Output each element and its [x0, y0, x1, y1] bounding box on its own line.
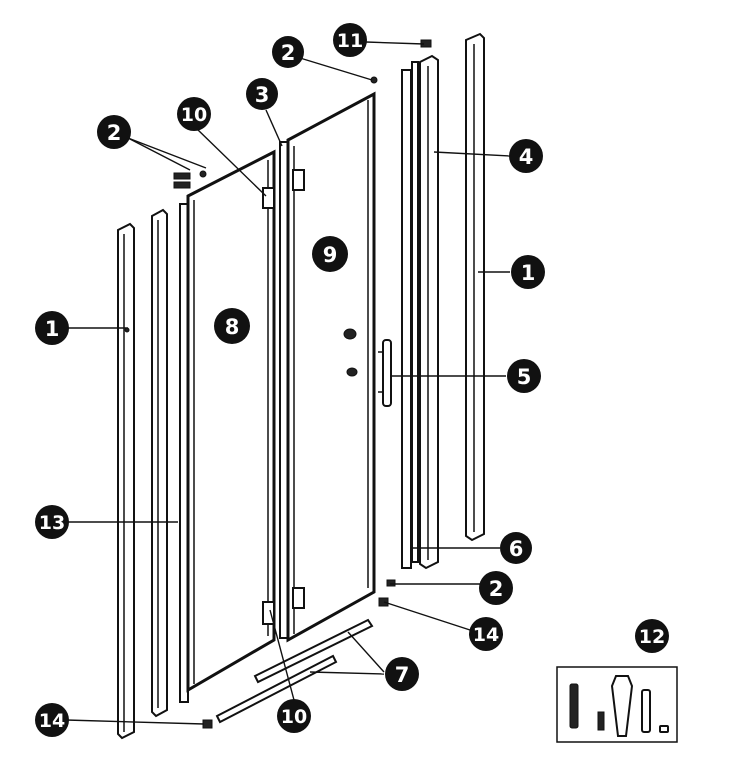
svg-text:10: 10: [281, 706, 307, 728]
callout-2-left: 2: [97, 115, 131, 149]
callout-12: 12: [635, 619, 669, 653]
svg-text:3: 3: [255, 83, 270, 107]
hinge-top-left: [262, 187, 275, 209]
door-handle: [378, 339, 392, 407]
callout-2-bottom: 2: [479, 571, 513, 605]
svg-text:13: 13: [39, 512, 65, 534]
svg-text:14: 14: [39, 710, 65, 732]
svg-text:8: 8: [225, 315, 240, 339]
bottom-sill-upper: [253, 618, 374, 684]
callout-8: 8: [214, 308, 250, 344]
screw-set-left: [173, 170, 207, 189]
svg-text:4: 4: [519, 145, 534, 169]
screw-bottom: [386, 579, 396, 587]
callout-1-right: 1: [511, 255, 545, 289]
fixing-kit-box: [556, 666, 678, 743]
callout-5: 5: [507, 359, 541, 393]
end-cap-left: [202, 719, 213, 729]
hinge-top-door: [292, 169, 305, 191]
left-door-channel: [151, 208, 168, 718]
door-knob-fittings: [343, 328, 358, 377]
end-cap-right: [378, 597, 389, 607]
callout-6: 6: [500, 532, 532, 564]
svg-text:14: 14: [473, 624, 499, 646]
right-door-channel: [419, 54, 439, 570]
kit-wall-screw-icon: [569, 683, 579, 729]
svg-text:2: 2: [489, 577, 504, 601]
svg-text:11: 11: [337, 30, 363, 52]
kit-wall-plug-icon: [610, 675, 634, 737]
callout-10-top: 10: [177, 97, 211, 131]
callout-2-top: 2: [272, 36, 304, 68]
kit-anchor-icon: [641, 689, 651, 733]
svg-text:9: 9: [323, 243, 338, 267]
svg-text:5: 5: [517, 365, 532, 389]
door-glass-panel: [286, 91, 376, 643]
left-glass-panel: [186, 149, 276, 693]
callout-7: 7: [385, 657, 419, 691]
callout-14-right: 14: [469, 617, 503, 651]
callout-10-bottom: 10: [277, 699, 311, 733]
svg-text:6: 6: [509, 537, 524, 561]
hinge-bottom-door: [292, 587, 305, 609]
svg-text:12: 12: [639, 626, 665, 648]
hinge-bottom-left: [262, 601, 275, 625]
callout-13: 13: [35, 505, 69, 539]
svg-text:2: 2: [281, 41, 296, 65]
bottom-sill-lower: [215, 654, 338, 724]
kit-cap-icon: [659, 725, 669, 733]
svg-text:10: 10: [181, 104, 207, 126]
left-wall-profile: [117, 222, 135, 740]
leader-lines: [65, 41, 511, 725]
svg-text:1: 1: [521, 261, 536, 285]
svg-text:1: 1: [45, 317, 60, 341]
kit-small-screw-icon: [597, 711, 605, 731]
right-seal-strip: [401, 61, 419, 569]
callout-4: 4: [509, 139, 543, 173]
callout-14-left: 14: [35, 703, 69, 737]
right-wall-profile: [465, 32, 485, 542]
callout-11: 11: [333, 23, 367, 57]
svg-text:2: 2: [107, 121, 122, 145]
callout-9: 9: [312, 236, 348, 272]
callout-3: 3: [246, 78, 278, 110]
svg-text:7: 7: [395, 663, 410, 687]
callout-1-left: 1: [35, 311, 69, 345]
